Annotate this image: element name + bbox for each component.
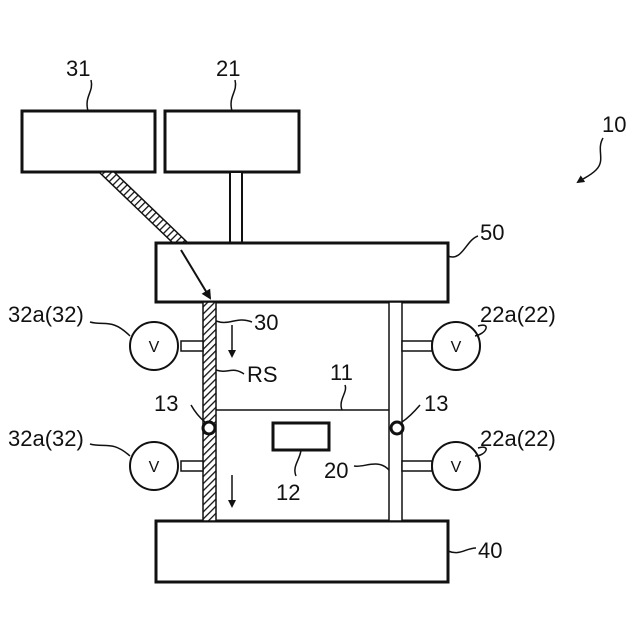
label-22a-bottom: 22a(22) — [480, 426, 556, 451]
valve-left-top-label: V — [149, 339, 160, 356]
label-32a-bottom: 32a(32) — [8, 426, 84, 451]
leader-10 — [578, 138, 603, 182]
label-20: 20 — [324, 458, 348, 483]
leader-32a-bottom — [90, 444, 130, 456]
label-11: 11 — [330, 360, 353, 385]
leader-50 — [448, 236, 478, 257]
valve-right-bottom-label: V — [451, 459, 462, 476]
valve-connector-right-top — [402, 341, 432, 351]
leader-32a-top — [90, 322, 130, 336]
label-40: 40 — [478, 538, 502, 563]
label-31: 31 — [66, 56, 90, 81]
valve-right-top-label: V — [451, 339, 462, 356]
valve-left-bottom: V — [130, 442, 178, 490]
valve-left-bottom-label: V — [149, 459, 160, 476]
label-rs: RS — [247, 362, 278, 387]
valve-left-top: V — [130, 322, 178, 370]
valve-connector-left-bottom — [181, 461, 203, 471]
leader-11 — [341, 385, 346, 410]
box-21 — [165, 111, 299, 172]
feed-line-31 — [99, 172, 188, 243]
leader-31 — [87, 80, 92, 111]
leader-12 — [295, 450, 301, 476]
label-50: 50 — [480, 220, 504, 245]
hinge-13-left — [203, 422, 215, 434]
valve-right-bottom: V — [432, 442, 480, 490]
valve-right-top: V — [432, 322, 480, 370]
column-30 — [203, 302, 216, 521]
label-13-left: 13 — [154, 391, 178, 416]
label-13-right: 13 — [424, 391, 448, 416]
label-22a-top: 22a(22) — [480, 302, 556, 327]
leader-30 — [216, 320, 252, 322]
leader-13-right — [402, 405, 420, 422]
label-21: 21 — [216, 56, 240, 81]
leader-rs — [216, 370, 244, 374]
leader-21 — [231, 80, 236, 111]
column-20 — [389, 302, 402, 521]
leader-40 — [448, 548, 476, 553]
feed-line-21 — [230, 172, 242, 243]
box-31 — [22, 111, 155, 172]
box-50 — [156, 243, 448, 302]
valve-connector-left-top — [181, 341, 203, 351]
valve-connector-right-bottom — [402, 461, 432, 471]
label-10: 10 — [602, 112, 626, 137]
label-32a-top: 32a(32) — [8, 302, 84, 327]
leader-20 — [354, 464, 389, 470]
label-30: 30 — [254, 310, 278, 335]
hinge-13-right — [391, 422, 403, 434]
object-12 — [273, 423, 329, 450]
label-12: 12 — [276, 480, 300, 505]
box-40 — [156, 521, 448, 582]
